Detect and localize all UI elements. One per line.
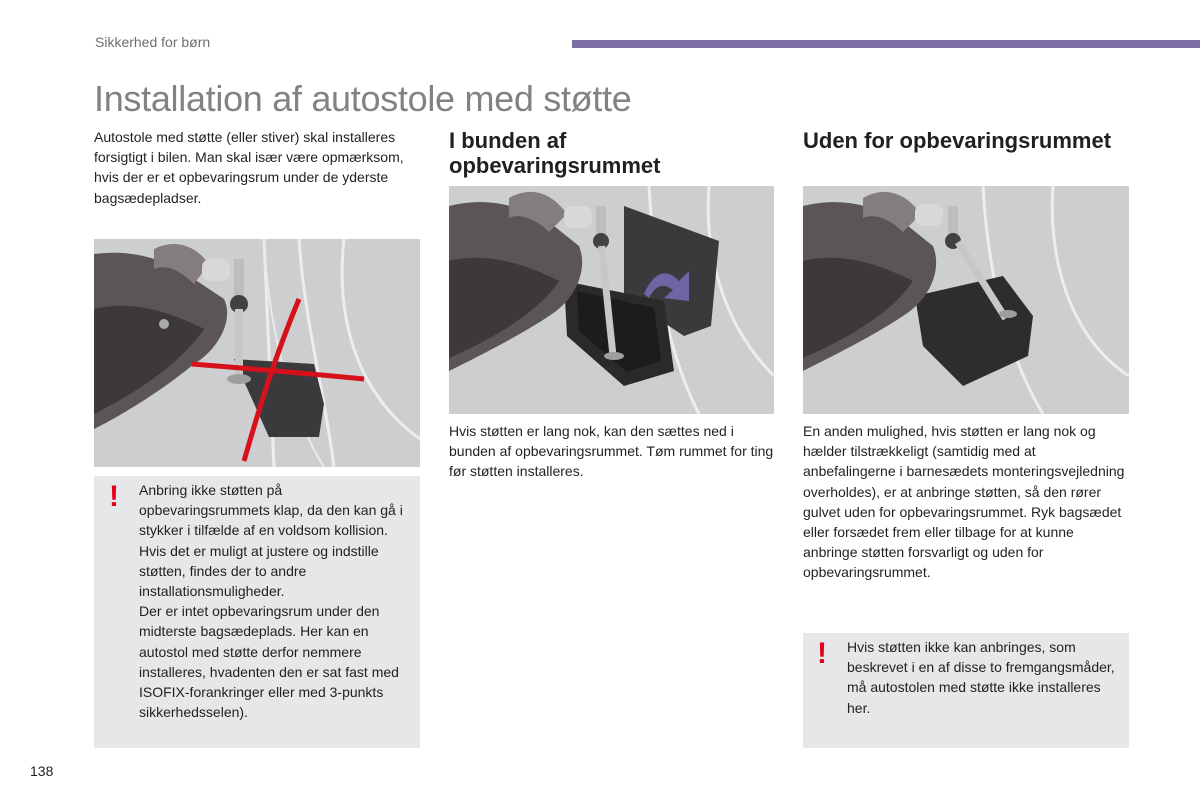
illustration-support-in-compartment [449, 186, 774, 414]
exclamation-icon: ! [109, 480, 119, 513]
heading-right: Uden for opbevaringsrummet [803, 128, 1112, 153]
page-number: 138 [30, 763, 54, 779]
illustration-support-outside-compartment [803, 186, 1129, 414]
exclamation-icon: ! [817, 637, 827, 670]
photo-support-on-lid-crossed [94, 239, 420, 467]
text-right: En anden mulighed, hvis støtten er lang … [803, 423, 1125, 581]
page-title: Installation af autostole med støtte [94, 78, 632, 119]
heading-middle: I bunden af opbevaringsrummet [449, 128, 661, 178]
section-label: Sikkerhed for børn [95, 34, 211, 50]
intro-text: Autostole med støtte (eller stiver) skal… [94, 129, 404, 206]
warning-text-right: Hvis støtten ikke kan anbringes, som bes… [847, 639, 1115, 716]
text-middle: Hvis støtten er lang nok, kan den sættes… [449, 423, 774, 480]
photo-support-outside-compartment [803, 186, 1129, 414]
warning-box-left: ! Anbring ikke støtten på opbevaringsrum… [94, 476, 420, 748]
photo-support-in-compartment [449, 186, 774, 414]
warning-text-left: Anbring ikke støtten på opbevaringsrumme… [139, 482, 403, 721]
warning-box-right: ! Hvis støtten ikke kan anbringes, som b… [803, 633, 1129, 748]
header-accent-bar [572, 40, 1200, 48]
illustration-support-on-lid [94, 239, 420, 467]
